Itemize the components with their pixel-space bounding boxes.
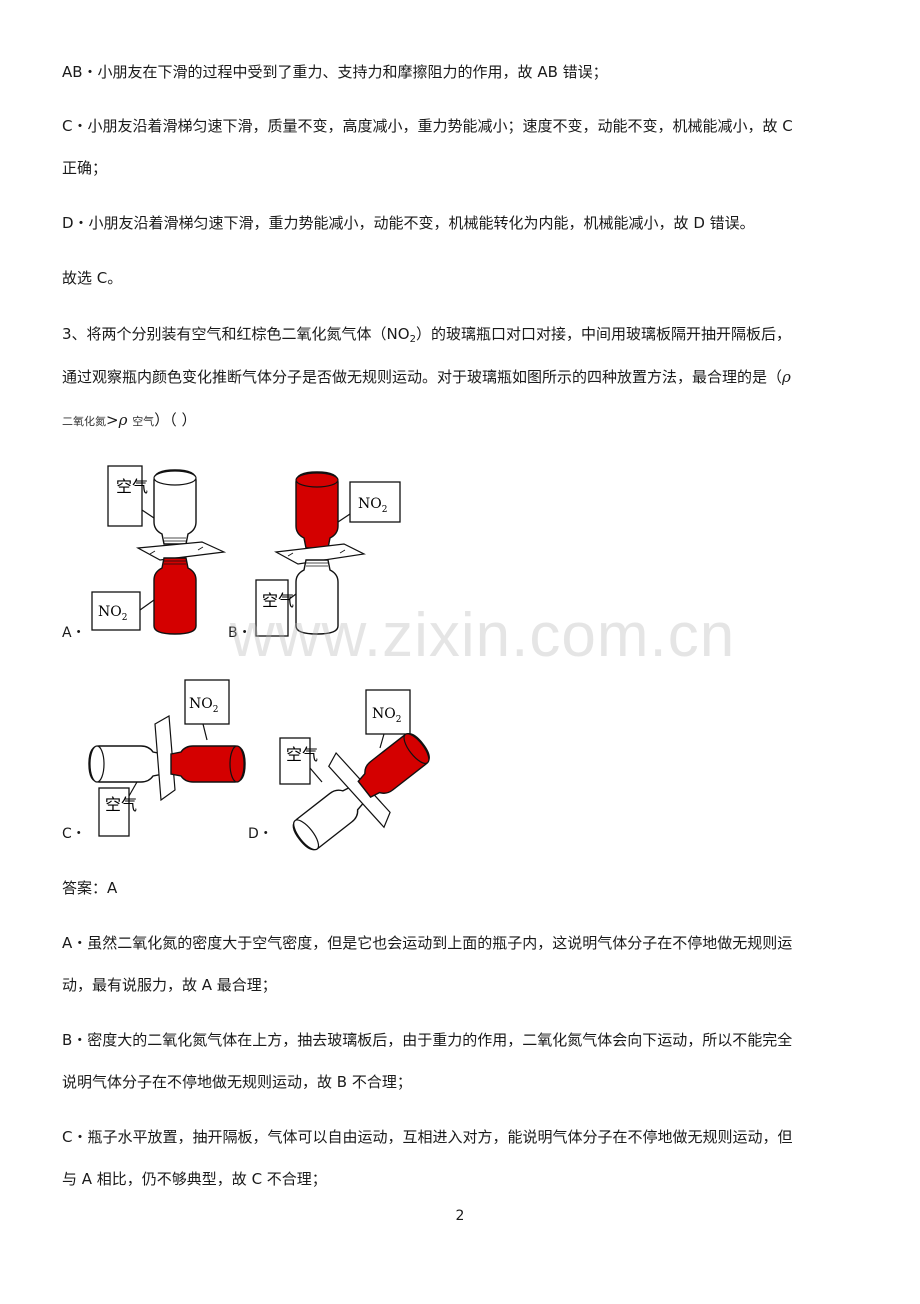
no2-label: NO2 (358, 496, 387, 515)
text-line: C・瓶子水平放置，抽开隔板，气体可以自由运动，互相进入对方，能说明气体分子在不停… (62, 1128, 793, 1146)
text-line: C・小朋友沿着滑梯匀速下滑，质量不变，高度减小，重力势能减小；速度不变，动能不变… (62, 117, 793, 135)
air-label: 空气 (116, 477, 148, 496)
text-line: D・小朋友沿着滑梯匀速下滑，重力势能减小，动能不变，机械能转化为内能，机械能减小… (62, 214, 755, 232)
question-text: ）的玻璃瓶口对口对接，中间用玻璃板隔开抽开隔板后， (415, 325, 791, 343)
air-label: 空气 (105, 795, 137, 814)
page-number: 2 (455, 1208, 465, 1224)
question-line: 通过观察瓶内颜色变化推断气体分子是否做无规则运动。对于玻璃瓶如图所示的四种放置方… (62, 367, 791, 387)
text-line: AB・小朋友在下滑的过程中受到了重力、支持力和摩擦阻力的作用，故 AB 错误； (62, 63, 608, 81)
text-line: 故选 C。 (62, 269, 123, 287)
text-line: 与 A 相比，仍不够典型，故 C 不合理； (62, 1170, 327, 1188)
option-a-label: A・ (62, 625, 86, 641)
rho-symbol: ρ (782, 368, 791, 386)
no2-label: NO2 (98, 604, 127, 623)
text-line: 正确； (62, 159, 108, 177)
figure-a: 空气 NO2 (91, 465, 227, 635)
text-line: B・密度大的二氧化氮气体在上方，抽去玻璃板后，由于重力的作用，二氧化氮气体会向下… (62, 1031, 793, 1049)
text-line: 说明气体分子在不停地做无规则运动，故 B 不合理； (62, 1073, 412, 1091)
figure-b: NO2 空气 (255, 471, 401, 637)
air-label: 空气 (286, 745, 318, 764)
question-text: 3、将两个分别装有空气和红棕色二氧化氮气体（NO (62, 325, 410, 343)
question-line: 3、将两个分别装有空气和红棕色二氧化氮气体（NO2）的玻璃瓶口对口对接，中间用玻… (62, 324, 791, 350)
watermark: www.zixin.com.cn (230, 601, 736, 670)
air-label: 空气 (262, 591, 294, 610)
subscript: 2 (409, 334, 416, 345)
density-subscript: 空气 (132, 415, 155, 428)
option-c-label: C・ (62, 826, 86, 842)
question-text: 通过观察瓶内颜色变化推断气体分子是否做无规则运动。对于玻璃瓶如图所示的四种放置方… (62, 368, 783, 386)
rho-symbol: ρ (118, 411, 128, 429)
figure-c: NO2 空气 (88, 679, 246, 837)
question-text: ）（ ） (154, 411, 197, 429)
option-b-label: B・ (228, 625, 252, 641)
no2-label: NO2 (372, 706, 401, 725)
figure-d: NO2 空气 (279, 689, 430, 851)
option-d-label: D・ (248, 826, 273, 842)
text-line: A・虽然二氧化氮的密度大于空气密度，但是它也会运动到上面的瓶子内，这说明气体分子… (62, 934, 793, 952)
no2-label: NO2 (189, 696, 218, 715)
answer-line: 答案：A (62, 879, 118, 897)
density-subscript: 二氧化氮 (62, 415, 106, 428)
relation: > (106, 411, 119, 429)
text-line: 动，最有说服力，故 A 最合理； (62, 976, 277, 994)
question-line: 二氧化氮>ρ 空气）（ ） (62, 410, 196, 432)
